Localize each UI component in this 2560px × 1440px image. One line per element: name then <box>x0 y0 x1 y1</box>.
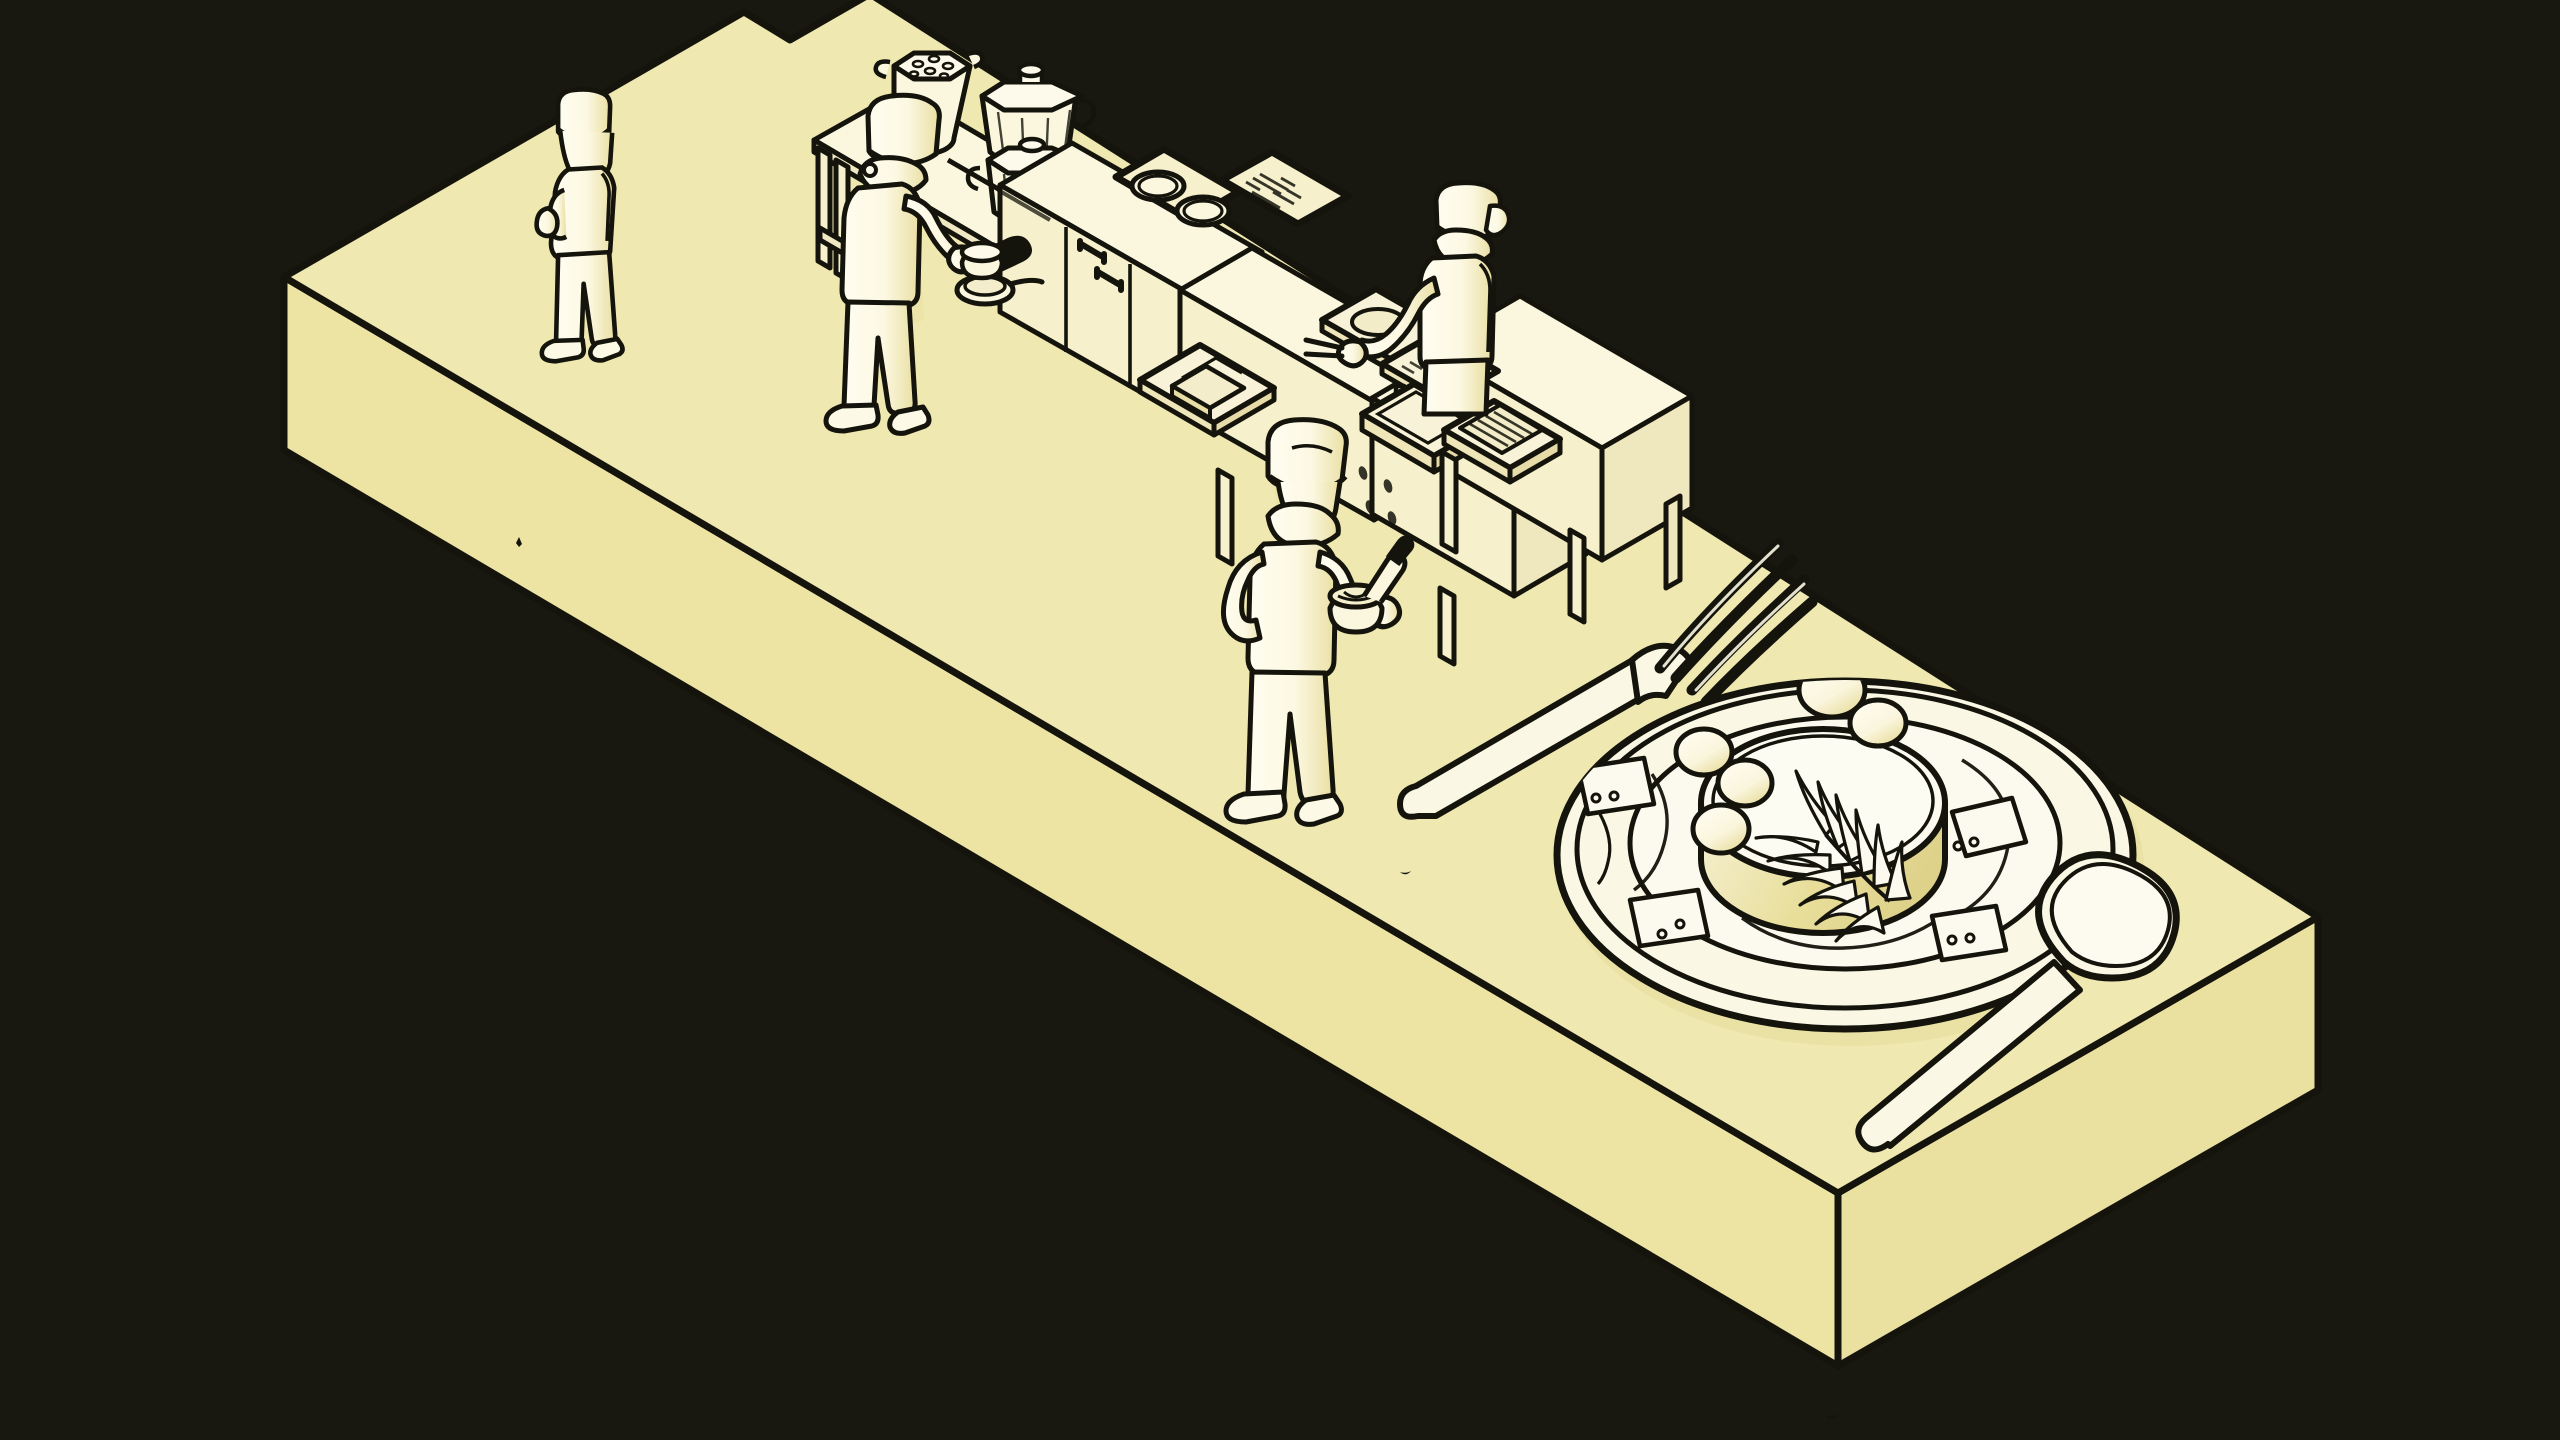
counter-leg-b <box>1437 585 1457 667</box>
wafer-4 <box>1929 903 2009 963</box>
grill-griddle-plate <box>1218 148 1352 228</box>
small-bowl-pair <box>959 240 1005 281</box>
plating-leg-b <box>1567 527 1587 625</box>
chef-shoe-right <box>887 404 932 436</box>
counter-leg-a <box>1215 467 1235 567</box>
spoon-bowl-inner <box>2049 862 2172 968</box>
small-saute-pan <box>954 273 1045 307</box>
chef-collar <box>1265 501 1341 549</box>
chef-shoe-right <box>588 336 625 363</box>
chef-hand <box>1335 338 1369 369</box>
chef-shoe-left <box>1223 789 1288 825</box>
plating-leg-c <box>1663 493 1683 591</box>
chef-jacket <box>1417 253 1497 371</box>
wafer-1 <box>1575 755 1657 886</box>
chef-hat <box>865 92 942 167</box>
chef-arm-hip <box>1221 549 1267 644</box>
floor-speck-group <box>516 537 1838 1419</box>
prep-shelf-leg-a <box>815 145 833 271</box>
figure-standing-chef-left <box>534 87 625 364</box>
tongs-icon <box>1303 337 1345 359</box>
cabinet-handle-b <box>1094 266 1124 293</box>
cream-pearl-dollops <box>1673 680 1909 856</box>
figure-chef-plating-right <box>1303 180 1512 417</box>
dinner-fork <box>1397 538 1818 820</box>
cabinet-handle-a <box>1077 238 1107 265</box>
chef-jacket-placket <box>600 172 611 241</box>
gastronorm-tray-center <box>1137 342 1277 438</box>
fork-tines-highlight <box>1662 544 1806 692</box>
plating-leg-a <box>1439 449 1459 555</box>
dessert-spoon <box>1855 851 2180 1153</box>
figure-chef-with-bowl <box>1221 417 1415 827</box>
plated-dessert <box>1553 677 2144 1046</box>
fork-neck <box>1629 642 1693 705</box>
chef-shoe-right <box>1294 792 1344 827</box>
towel-rail <box>946 157 1002 193</box>
fern-frond-garnish <box>1754 769 1912 943</box>
square-wafer-tuiles <box>1575 755 2029 963</box>
wafer-3 <box>1949 795 2029 859</box>
chef-hand <box>534 205 560 239</box>
wafer-2 <box>1627 887 1711 949</box>
kitchen-counter-run <box>946 140 1695 667</box>
chef-hat-tail <box>1483 203 1512 238</box>
chef-shoe-left <box>539 337 587 364</box>
chef-trousers <box>1421 357 1491 417</box>
chef-shoe-left <box>823 402 881 434</box>
spoon-handle <box>1855 959 2083 1153</box>
fork-handle <box>1397 655 1661 820</box>
